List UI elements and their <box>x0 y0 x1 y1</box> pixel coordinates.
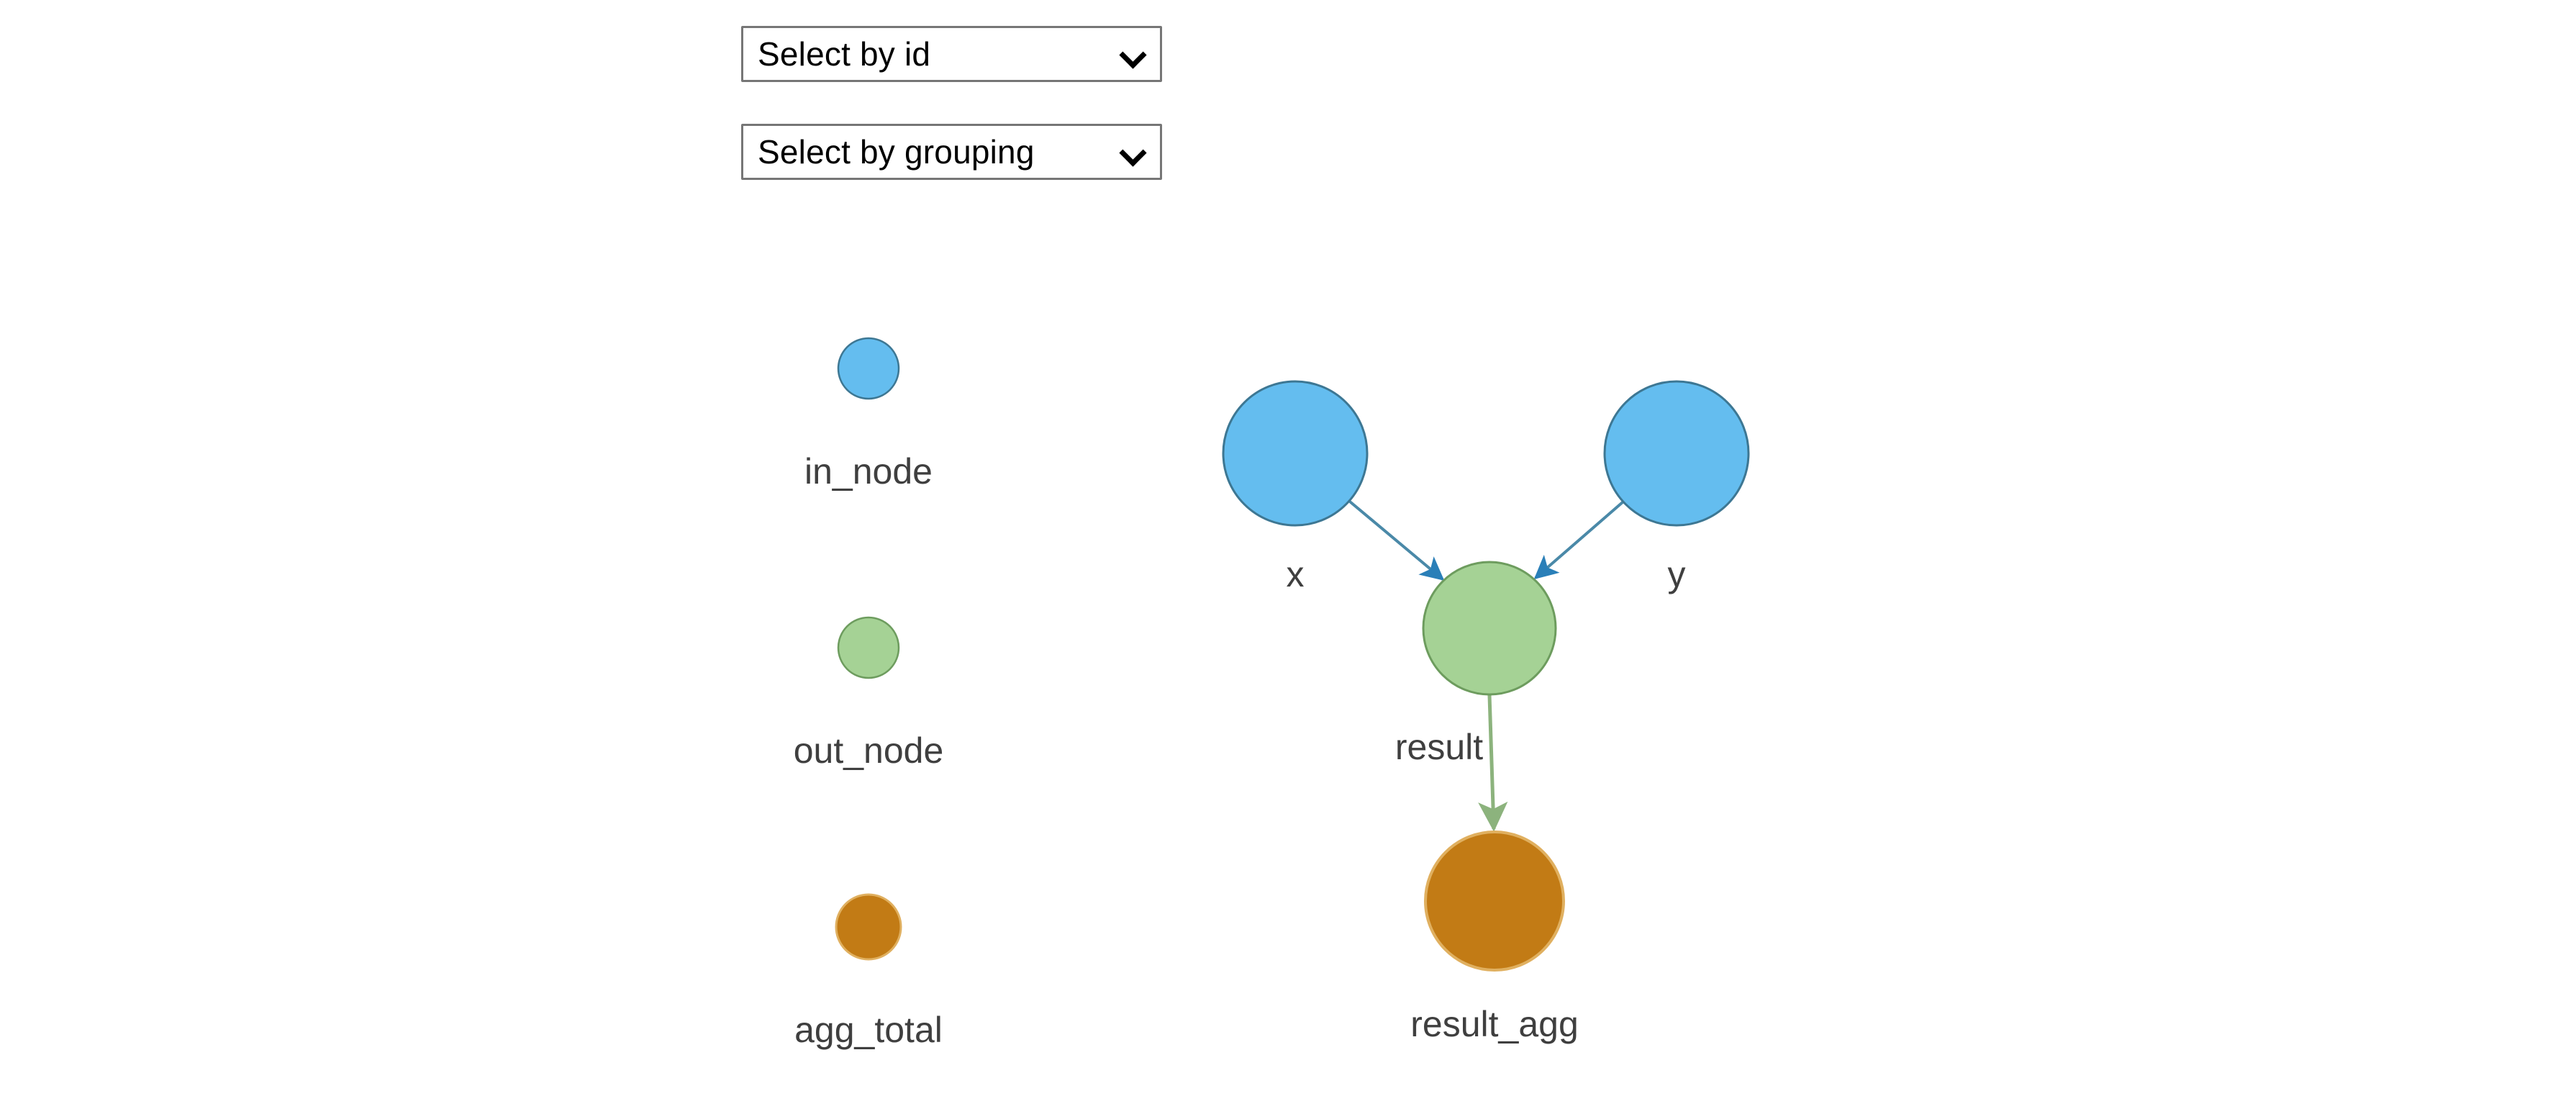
legend-item-in-node[interactable]: in_node <box>804 337 933 492</box>
legend-label-agg-total: agg_total <box>794 1010 943 1050</box>
legend-label-in-node: in_node <box>804 451 933 492</box>
node-result[interactable] <box>1422 561 1557 696</box>
edge-y-to-result[interactable] <box>1533 500 1625 579</box>
legend-label-out-node: out_node <box>794 730 944 771</box>
node-x[interactable] <box>1222 380 1369 527</box>
graph-labels: x y result_agg result <box>1287 554 1686 1044</box>
legend-swatch-in-node[interactable] <box>837 337 900 400</box>
select-by-id-value: Select by id <box>758 35 931 73</box>
node-label-x: x <box>1287 554 1305 594</box>
graph-edges <box>1348 500 1625 832</box>
legend-item-out-node[interactable]: out_node <box>794 616 944 771</box>
node-y[interactable] <box>1603 380 1750 527</box>
legend: in_node out_node agg_total <box>794 337 944 1050</box>
control-panel: Select by id Select by grouping <box>741 26 1166 222</box>
node-label-result-agg: result_agg <box>1410 1004 1579 1044</box>
select-by-grouping-value: Select by grouping <box>758 133 1035 171</box>
select-by-grouping[interactable]: Select by grouping <box>741 124 1162 180</box>
select-by-id[interactable]: Select by id <box>741 26 1162 82</box>
graph-nodes <box>1222 380 1750 972</box>
legend-item-agg-total[interactable]: agg_total <box>794 893 943 1050</box>
edge-x-to-result[interactable] <box>1348 500 1445 581</box>
legend-swatch-agg-total[interactable] <box>835 893 902 961</box>
edge-result-to-result-agg[interactable] <box>1478 694 1508 832</box>
legend-swatch-out-node[interactable] <box>837 616 900 679</box>
edge-label-result: result <box>1395 727 1483 767</box>
node-label-y: y <box>1668 554 1686 594</box>
node-result-agg[interactable] <box>1424 830 1565 972</box>
